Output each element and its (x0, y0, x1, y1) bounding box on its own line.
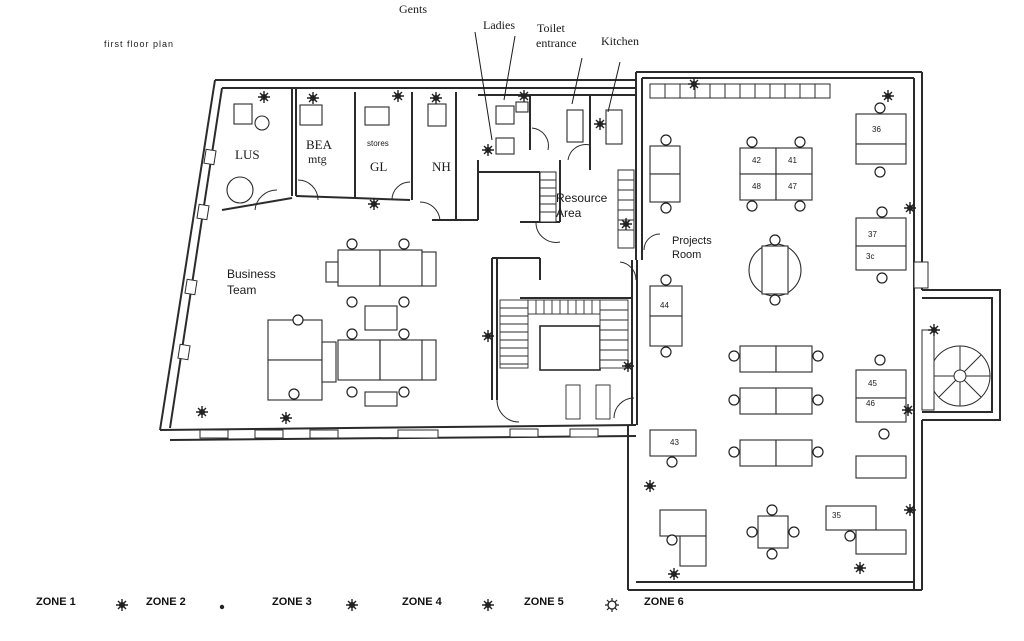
desk-number: 43 (670, 438, 679, 447)
label-kitchen: Kitchen (601, 34, 639, 48)
desk-number: 37 (868, 230, 877, 239)
label-projects-1: Projects (672, 235, 712, 247)
right-wall-window (913, 261, 929, 289)
label-gents: Gents (399, 2, 427, 16)
label-gl: GL (370, 159, 388, 174)
label-nh: NH (432, 159, 451, 174)
resource-stairs (539, 169, 635, 249)
label-stores: stores (367, 139, 389, 148)
label-resource-2: Area (556, 206, 582, 220)
label-pointers (474, 31, 621, 141)
bottom-wall-windows (199, 428, 599, 439)
door-swings-middle (496, 261, 637, 423)
legend-zone-5: ZONE 5 (524, 596, 564, 608)
projects-shelving (649, 83, 831, 99)
legend-zone-6: ZONE 6 (644, 596, 684, 608)
business-team-desks (267, 249, 437, 407)
stair-treads (499, 299, 629, 420)
label-lus: LUS (235, 147, 260, 162)
desk-number: 46 (866, 399, 875, 408)
plan-title: first floor plan (104, 39, 175, 49)
top-office-furniture (226, 101, 623, 204)
desk-number: 35 (832, 511, 841, 520)
desk-number: 36 (872, 125, 881, 134)
label-ladies: Ladies (483, 18, 515, 32)
label-projects-2: Room (672, 249, 702, 261)
spiral-stair-annex (922, 289, 1001, 421)
legend-zone-2: ZONE 2 (146, 596, 186, 608)
label-toilet-entrance-1: Toilet (537, 21, 565, 35)
desk-number: 48 (752, 182, 761, 191)
door-swings-right (643, 233, 661, 251)
desk-number: 42 (752, 156, 761, 165)
label-toilet-entrance-2: entrance (536, 36, 577, 50)
label-resource-1: Resource (556, 191, 608, 205)
legend-symbols (115, 598, 619, 612)
label-bea-2: mtg (308, 152, 327, 166)
legend-zone-4: ZONE 4 (402, 596, 442, 608)
label-business-2: Team (227, 283, 257, 297)
central-stairwell (491, 257, 638, 425)
desk-number: 44 (660, 301, 669, 310)
label-bea-1: BEA (306, 137, 332, 152)
projects-desks (649, 113, 907, 567)
desk-number: 41 (788, 156, 797, 165)
legend-zone-1: ZONE 1 (36, 596, 76, 608)
label-business-1: Business (227, 267, 276, 281)
desk-number: 3c (866, 252, 875, 261)
desk-number: 47 (788, 182, 797, 191)
spiral-stair (921, 329, 991, 411)
door-swings-top (254, 127, 591, 243)
desk-number: 45 (868, 379, 877, 388)
legend-zone-3: ZONE 3 (272, 596, 312, 608)
right-wing-walls (627, 71, 923, 591)
left-wall-windows (177, 148, 217, 361)
